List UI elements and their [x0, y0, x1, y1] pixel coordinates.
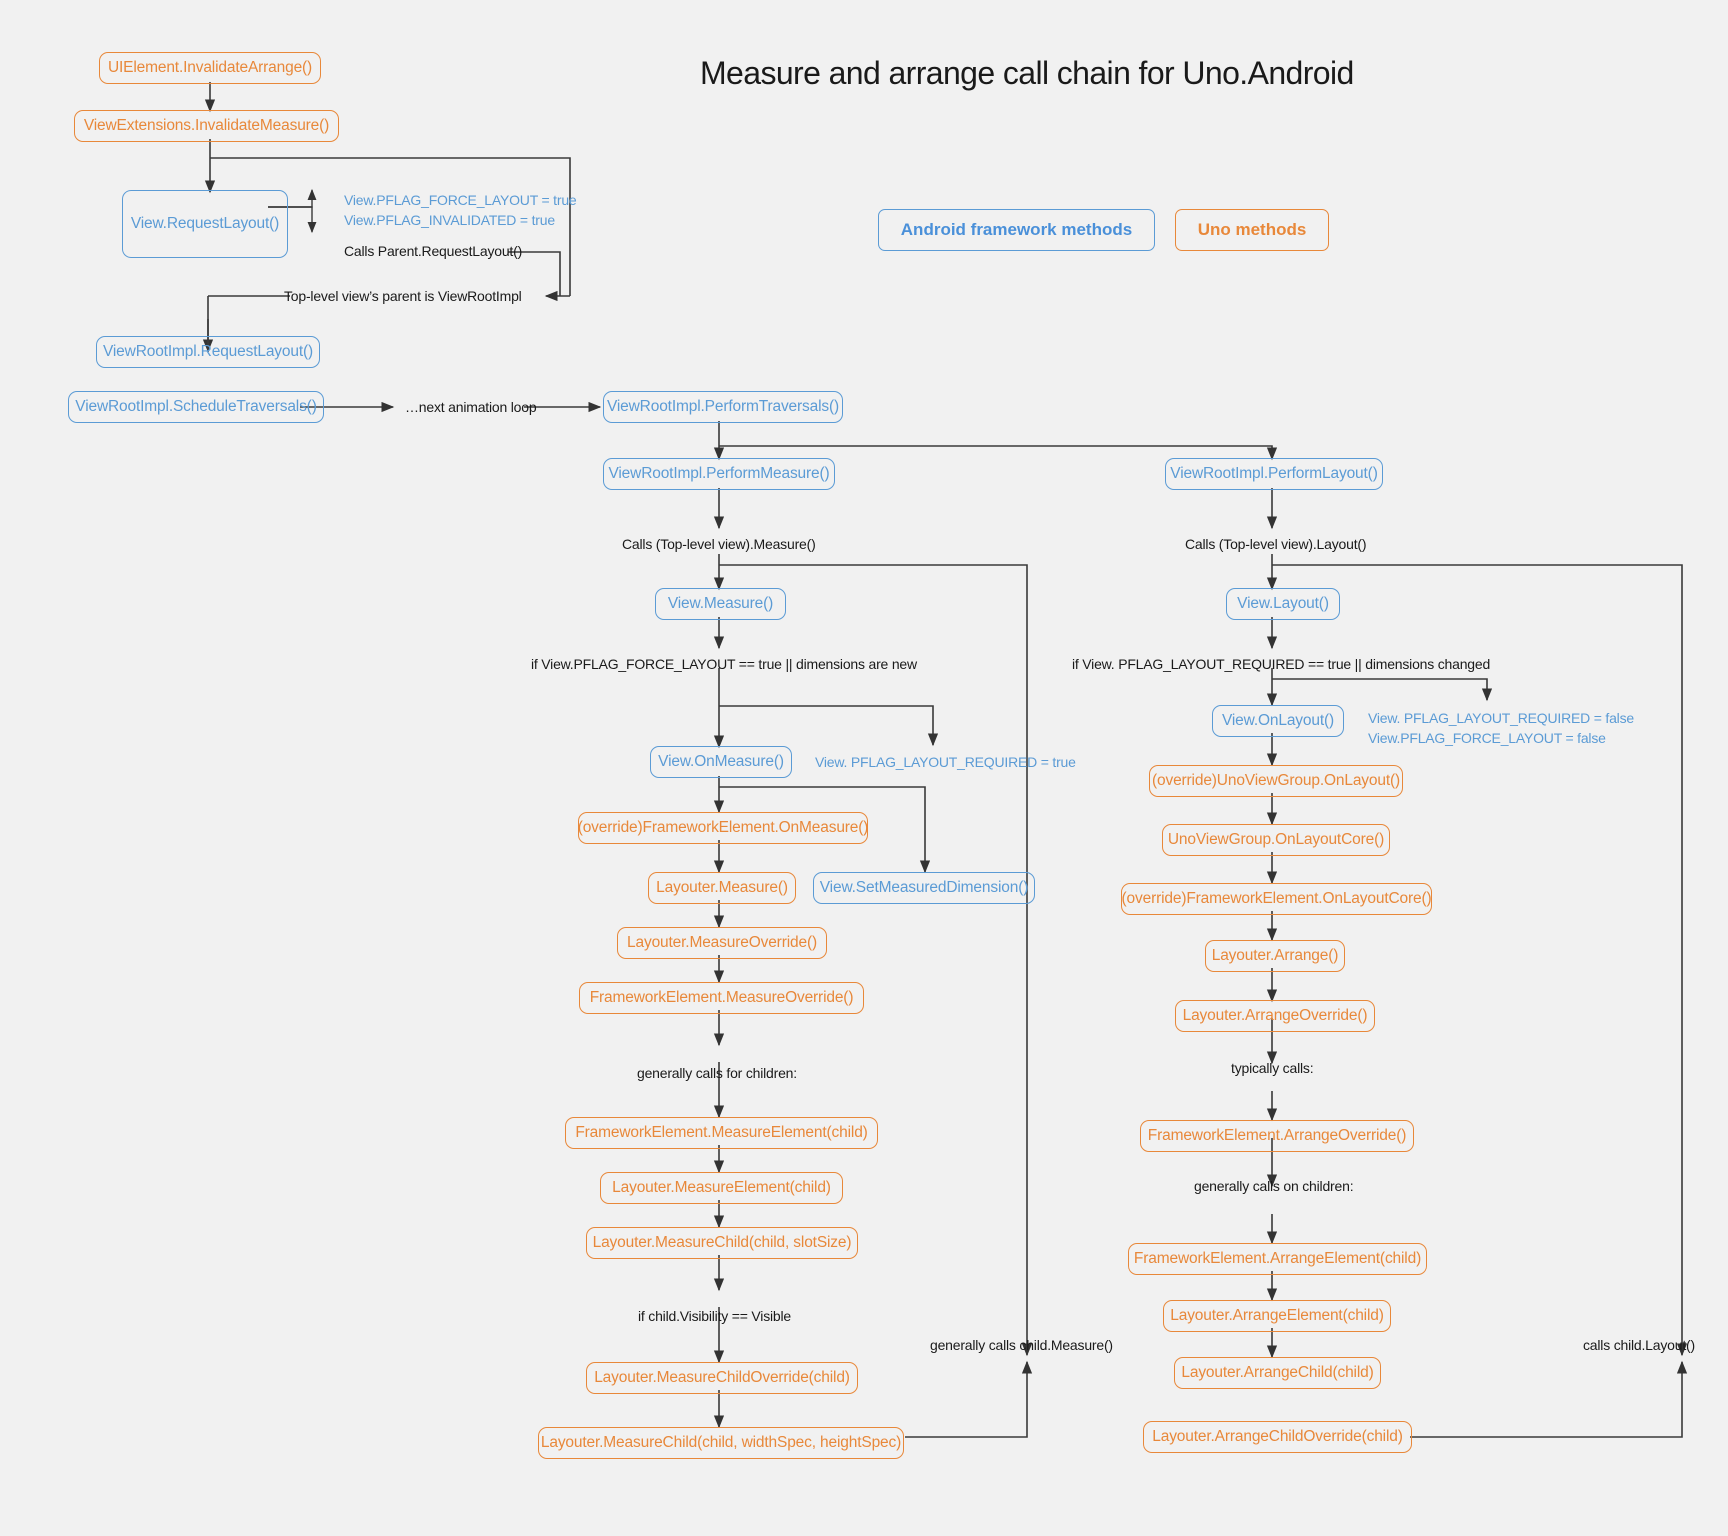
- node-view-layout[interactable]: View.Layout(): [1226, 588, 1340, 620]
- note-if-child-visible: if child.Visibility == Visible: [638, 1308, 792, 1324]
- node-layouter-measurechildoverride[interactable]: Layouter.MeasureChildOverride(child): [586, 1362, 858, 1394]
- node-layouter-measureoverride[interactable]: Layouter.MeasureOverride(): [617, 927, 827, 959]
- note-generally-calls-on-children: generally calls on children:: [1194, 1178, 1354, 1194]
- node-frameworkelement-onmeasure[interactable]: (override)FrameworkElement.OnMeasure(): [578, 812, 868, 844]
- node-view-onmeasure[interactable]: View.OnMeasure(): [650, 746, 792, 778]
- note-pflag-layout-required-true: View. PFLAG_LAYOUT_REQUIRED = true: [815, 754, 1076, 770]
- node-layouter-arrangeelement[interactable]: Layouter.ArrangeElement(child): [1163, 1300, 1391, 1332]
- node-frameworkelement-measureoverride[interactable]: FrameworkElement.MeasureOverride(): [579, 982, 864, 1014]
- node-layouter-arrangeoverride[interactable]: Layouter.ArrangeOverride(): [1175, 1000, 1375, 1032]
- node-view-setmeasureddimension[interactable]: View.SetMeasuredDimension(): [813, 872, 1035, 904]
- node-layouter-arrange[interactable]: Layouter.Arrange(): [1205, 940, 1345, 972]
- node-unoviewgroup-onlayoutcore[interactable]: UnoViewGroup.OnLayoutCore(): [1162, 824, 1390, 856]
- note-pflag-layout-required-false: View. PFLAG_LAYOUT_REQUIRED = false: [1368, 710, 1634, 726]
- note-calls-child-layout: calls child.Layout(): [1583, 1337, 1695, 1353]
- page-title: Measure and arrange call chain for Uno.A…: [700, 55, 1354, 91]
- node-unoviewgroup-onlayout[interactable]: (override)UnoViewGroup.OnLayout(): [1149, 765, 1403, 797]
- node-layouter-measure[interactable]: Layouter.Measure(): [648, 872, 796, 904]
- node-viewrootimpl-requestlayout[interactable]: ViewRootImpl.RequestLayout(): [96, 336, 320, 368]
- node-layouter-arrangechild[interactable]: Layouter.ArrangeChild(child): [1174, 1357, 1381, 1389]
- note-generally-calls-child-measure: generally calls child.Measure(): [930, 1337, 1113, 1353]
- node-viewrootimpl-performmeasure[interactable]: ViewRootImpl.PerformMeasure(): [603, 458, 835, 490]
- note-next-animation-loop: …next animation loop: [405, 399, 537, 415]
- node-frameworkelement-onlayoutcore[interactable]: (override)FrameworkElement.OnLayoutCore(…: [1121, 883, 1432, 915]
- note-if-pflag-force-layout: if View.PFLAG_FORCE_LAYOUT == true || di…: [531, 656, 917, 672]
- note-generally-calls-for-children: generally calls for children:: [637, 1065, 797, 1081]
- legend-android-framework: Android framework methods: [878, 209, 1155, 251]
- node-viewrootimpl-performlayout[interactable]: ViewRootImpl.PerformLayout(): [1165, 458, 1383, 490]
- node-uielement-invalidatearrange[interactable]: UIElement.InvalidateArrange(): [99, 52, 321, 84]
- node-view-requestlayout[interactable]: View.RequestLayout(): [122, 190, 288, 258]
- note-pflag-force-layout-false: View.PFLAG_FORCE_LAYOUT = false: [1368, 730, 1606, 746]
- node-layouter-measurechild-spec[interactable]: Layouter.MeasureChild(child, widthSpec, …: [538, 1427, 904, 1459]
- note-calls-top-level-measure: Calls (Top-level view).Measure(): [622, 536, 816, 552]
- node-view-measure[interactable]: View.Measure(): [655, 588, 786, 620]
- note-top-level-parent-viewrootimpl: Top-level view’s parent is ViewRootImpl: [284, 288, 522, 304]
- note-typically-calls: typically calls:: [1231, 1060, 1314, 1076]
- node-layouter-measureelement[interactable]: Layouter.MeasureElement(child): [600, 1172, 843, 1204]
- node-viewrootimpl-performtraversals[interactable]: ViewRootImpl.PerformTraversals(): [603, 391, 843, 423]
- node-viewrootimpl-scheduletraversals[interactable]: ViewRootImpl.ScheduleTraversals(): [68, 391, 324, 423]
- legend-uno-methods: Uno methods: [1175, 209, 1329, 251]
- node-frameworkelement-arrangeoverride[interactable]: FrameworkElement.ArrangeOverride(): [1140, 1120, 1414, 1152]
- node-layouter-arrangechildoverride[interactable]: Layouter.ArrangeChildOverride(child): [1143, 1421, 1412, 1453]
- node-frameworkelement-measureelement[interactable]: FrameworkElement.MeasureElement(child): [565, 1117, 878, 1149]
- note-pflag-force-layout-true: View.PFLAG_FORCE_LAYOUT = true: [344, 192, 577, 208]
- note-calls-parent-requestlayout: Calls Parent.RequestLayout(): [344, 243, 523, 259]
- note-if-pflag-layout-required: if View. PFLAG_LAYOUT_REQUIRED == true |…: [1072, 656, 1491, 672]
- node-frameworkelement-arrangeelement[interactable]: FrameworkElement.ArrangeElement(child): [1128, 1243, 1427, 1275]
- note-pflag-invalidated-true: View.PFLAG_INVALIDATED = true: [344, 212, 555, 228]
- node-layouter-measurechild-slotsize[interactable]: Layouter.MeasureChild(child, slotSize): [586, 1227, 858, 1259]
- node-view-onlayout[interactable]: View.OnLayout(): [1212, 705, 1344, 737]
- note-calls-top-level-layout: Calls (Top-level view).Layout(): [1185, 536, 1367, 552]
- node-viewextensions-invalidatemeasure[interactable]: ViewExtensions.InvalidateMeasure(): [74, 110, 339, 142]
